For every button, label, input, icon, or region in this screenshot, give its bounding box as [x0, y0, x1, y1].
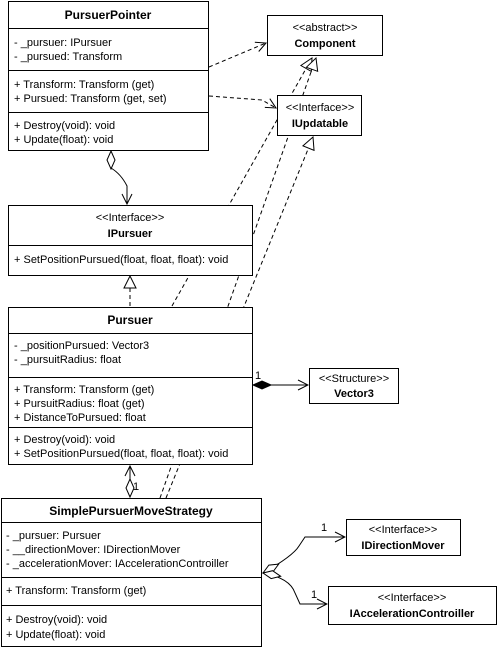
interface-ipursuer[interactable]: <<Interface>> IPursuer + SetPositionPurs…: [8, 205, 253, 276]
mult-strategy-direction: 1: [321, 522, 327, 534]
field: - _pursuer: Pursuer: [6, 530, 101, 542]
class-name: Vector3: [334, 388, 374, 400]
class-name: Component: [294, 38, 355, 50]
field: - _accelerationMover: IAccelerationContr…: [6, 558, 229, 570]
edge-strategy-aggregates-iacceleration: [263, 573, 327, 604]
property: + DistanceToPursued: float: [14, 412, 146, 424]
stereotype: <<Interface>>: [378, 592, 447, 604]
method: + SetPositionPursued(float, float, float…: [14, 254, 228, 266]
class-pursuer-pointer[interactable]: PursuerPointer - _pursuer: IPursuer - _p…: [8, 1, 209, 151]
class-name: IDirectionMover: [361, 540, 445, 552]
method: + Destroy(void): void: [14, 120, 115, 132]
field: - __directionMover: IDirectionMover: [6, 544, 181, 556]
class-name: IPursuer: [108, 228, 153, 240]
property: + PursuitRadius: float (get): [14, 398, 145, 410]
interface-iacceleration-controller[interactable]: <<Interface>> IAccelerationControiller: [328, 586, 497, 625]
class-name: Pursuer: [107, 313, 153, 327]
method: + Update(float): void: [14, 134, 113, 146]
method: + Update(float): void: [6, 629, 105, 641]
interface-idirection-mover[interactable]: <<Interface>> IDirectionMover: [346, 519, 461, 556]
method: + Destroy(void): void: [6, 614, 107, 626]
class-name: IAccelerationControiller: [350, 608, 475, 620]
class-simple-pursuer-move-strategy[interactable]: SimplePursuerMoveStrategy - _pursuer: Pu…: [1, 498, 262, 647]
edge-pointer-to-iupdatable: [208, 95, 276, 108]
property: + Transform: Transform (get): [14, 79, 154, 91]
field: - _positionPursued: Vector3: [14, 340, 149, 352]
stereotype: <<Structure>>: [319, 373, 389, 385]
field: - _pursuer: IPursuer: [14, 37, 112, 49]
stereotype: <<abstract>>: [293, 22, 358, 34]
edge-pursuer-to-component: [171, 58, 312, 307]
mult-strategy-acceleration: 1: [311, 589, 317, 601]
stereotype: <<Interface>>: [286, 102, 355, 114]
interface-iupdatable[interactable]: <<Interface>> IUpdatable: [277, 95, 362, 136]
field: - _pursuitRadius: float: [14, 354, 121, 366]
class-component[interactable]: <<abstract>> Component: [267, 15, 383, 56]
method: + Destroy(void): void: [14, 434, 115, 446]
property: + Transform: Transform (get): [14, 384, 154, 396]
edge-pointer-to-component: [208, 43, 266, 68]
struct-vector3[interactable]: <<Structure>> Vector3: [309, 368, 399, 404]
mult-strategy-pursuer: 1: [133, 481, 139, 493]
edge-strategy-aggregates-idirectionmover: [263, 537, 345, 573]
mult-pursuer-vector3: 1: [255, 370, 261, 382]
property: + Transform: Transform (get): [6, 585, 146, 597]
class-name: IUpdatable: [292, 118, 348, 130]
class-name: PursuerPointer: [65, 8, 152, 22]
stereotype: <<Interface>>: [96, 212, 165, 224]
edge-pointer-aggregates-ipursuer: [111, 151, 127, 204]
property: + Pursued: Transform (get, set): [14, 93, 167, 105]
class-pursuer[interactable]: Pursuer - _positionPursued: Vector3 - _p…: [8, 307, 253, 465]
field: - _pursued: Transform: [14, 51, 122, 63]
class-name: SimplePursuerMoveStrategy: [49, 504, 213, 518]
method: + SetPositionPursued(float, float, float…: [14, 448, 228, 460]
stereotype: <<Interface>>: [369, 524, 438, 536]
